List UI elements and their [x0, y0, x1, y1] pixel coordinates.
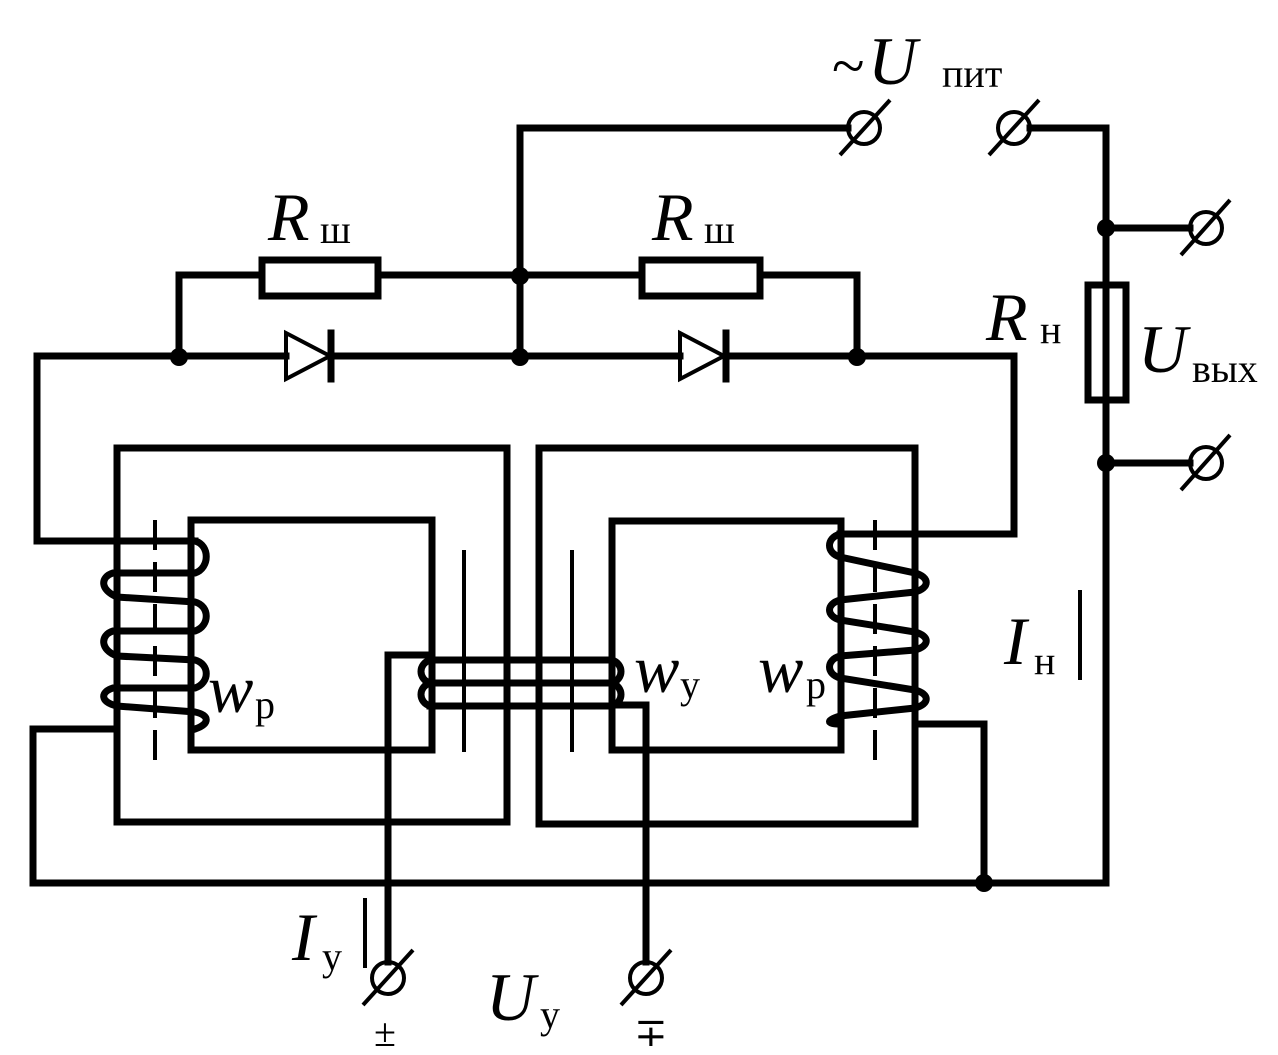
- terminal-output-bottom: [1179, 433, 1232, 492]
- control-voltage-label: U у: [486, 959, 560, 1037]
- svg-text:ш: ш: [320, 207, 351, 252]
- load-label: R н: [985, 279, 1061, 355]
- control-winding-label: w у: [634, 631, 700, 707]
- svg-text:ш: ш: [704, 207, 735, 252]
- terminal-supply-left: [838, 98, 892, 157]
- svg-text:р: р: [806, 662, 826, 707]
- polarity-left: ±: [374, 1010, 396, 1055]
- svg-text:w: w: [208, 651, 253, 727]
- load-resistor: [1084, 281, 1130, 404]
- shunt-label-right: R ш: [651, 179, 735, 255]
- supply-label: ~ U пит: [832, 23, 1002, 99]
- diode-right: [678, 329, 730, 383]
- flux-arrows: [153, 520, 877, 770]
- svg-text:I: I: [1003, 603, 1030, 679]
- left-core: [113, 444, 511, 826]
- supply-wiring: [29, 124, 1194, 887]
- svg-text:I: I: [291, 899, 318, 975]
- svg-text:пит: пит: [942, 51, 1002, 96]
- svg-text:R: R: [267, 179, 310, 255]
- svg-text:U: U: [486, 959, 539, 1035]
- junction-dots: [170, 219, 1115, 892]
- svg-text:w: w: [634, 631, 679, 707]
- load-current-label: I н: [1003, 603, 1055, 683]
- shunt-resistor-left: [258, 256, 382, 300]
- work-winding-right-label: w р: [758, 631, 826, 707]
- output-voltage-label: U вых: [1138, 311, 1258, 391]
- diode-left: [284, 329, 335, 383]
- svg-text:у: у: [540, 992, 560, 1037]
- control-current-label: I у: [291, 899, 342, 979]
- shunt-label-left: R ш: [267, 179, 351, 255]
- terminal-supply-right: [987, 98, 1041, 157]
- current-arrows: [363, 590, 1082, 968]
- right-core: [535, 444, 919, 828]
- work-winding-left: [100, 536, 210, 734]
- shunt-resistor-right: [638, 256, 764, 300]
- work-winding-left-label: w р: [208, 651, 275, 727]
- svg-text:у: у: [322, 934, 342, 979]
- polarity-right: ∓: [634, 1010, 668, 1055]
- svg-text:вых: вых: [1192, 346, 1258, 391]
- svg-text:U: U: [1138, 311, 1191, 387]
- control-winding: [417, 655, 625, 711]
- work-winding-right: [826, 529, 930, 728]
- svg-text:R: R: [985, 279, 1028, 355]
- svg-text:у: у: [680, 662, 700, 707]
- rectifier-network: [33, 271, 1018, 545]
- svg-text:~: ~: [832, 33, 864, 99]
- terminal-output-top: [1179, 198, 1232, 257]
- svg-text:н: н: [1034, 638, 1055, 683]
- svg-text:н: н: [1040, 307, 1061, 352]
- svg-text:w: w: [758, 631, 803, 707]
- svg-text:U: U: [868, 23, 921, 99]
- svg-text:р: р: [255, 682, 275, 727]
- control-leads: [384, 651, 650, 966]
- svg-text:R: R: [651, 179, 694, 255]
